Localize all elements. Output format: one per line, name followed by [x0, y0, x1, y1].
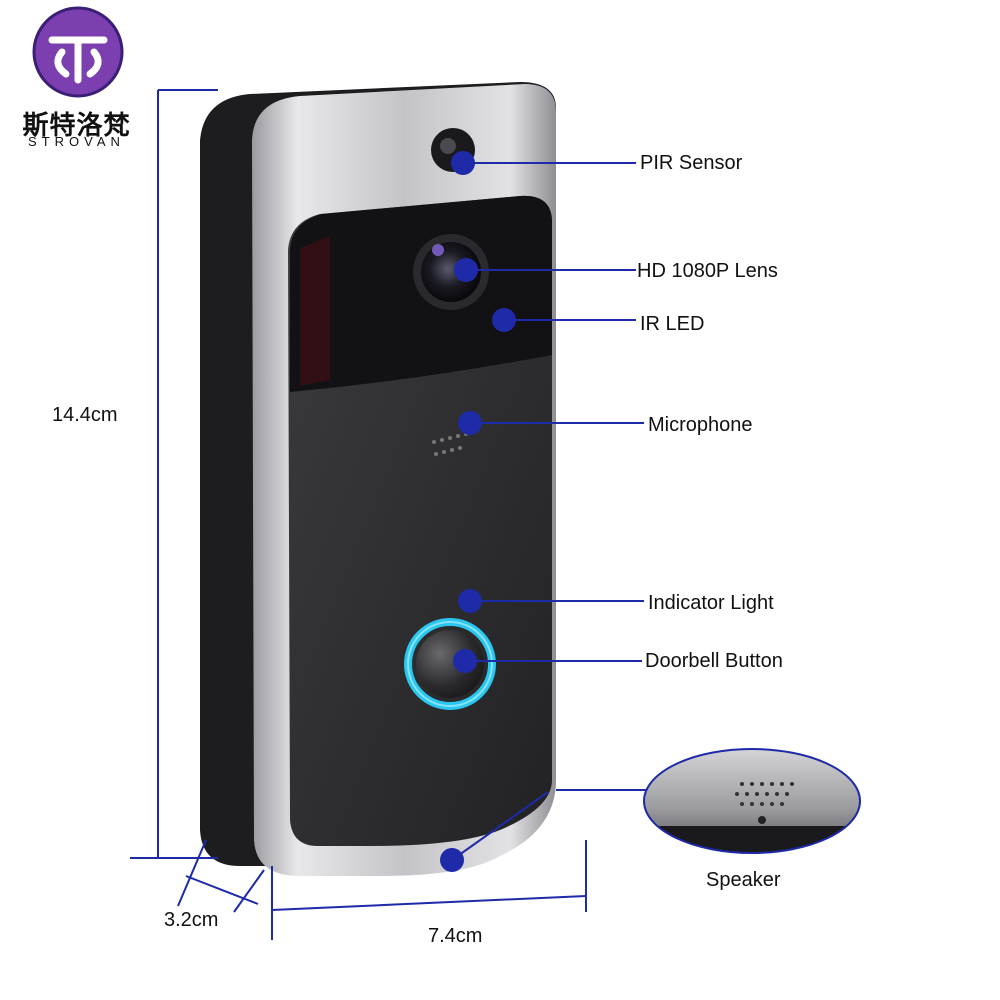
- pir-sensor-dot: [451, 151, 475, 175]
- dimension-lines: [130, 89, 587, 940]
- microphone-dot: [458, 411, 482, 435]
- dimension-depth: 3.2cm: [164, 909, 219, 931]
- label-doorbell-button: Doorbell Button: [645, 650, 783, 672]
- speaker-dot: [440, 848, 464, 872]
- lens-dot: [454, 258, 478, 282]
- doorbell-button-dot: [453, 649, 477, 673]
- brand-name-en: STROVAN: [28, 134, 125, 149]
- callout-lines: [451, 162, 648, 861]
- speaker-inset: [643, 748, 861, 854]
- label-lens: HD 1080P Lens: [637, 260, 778, 282]
- dimension-width: 7.4cm: [428, 925, 483, 947]
- label-microphone: Microphone: [648, 414, 753, 436]
- brand-logo: [32, 6, 124, 98]
- label-pir-sensor: PIR Sensor: [640, 152, 743, 174]
- label-indicator-light: Indicator Light: [648, 592, 774, 614]
- doorbell-button-shape: [416, 630, 484, 698]
- label-ir-led: IR LED: [640, 313, 705, 335]
- label-speaker: Speaker: [706, 869, 781, 891]
- ir-led-dot: [492, 308, 516, 332]
- indicator-light-dot: [458, 589, 482, 613]
- brand-name-cn: 斯特洛梵: [22, 111, 131, 141]
- dimension-height: 14.4cm: [52, 404, 118, 426]
